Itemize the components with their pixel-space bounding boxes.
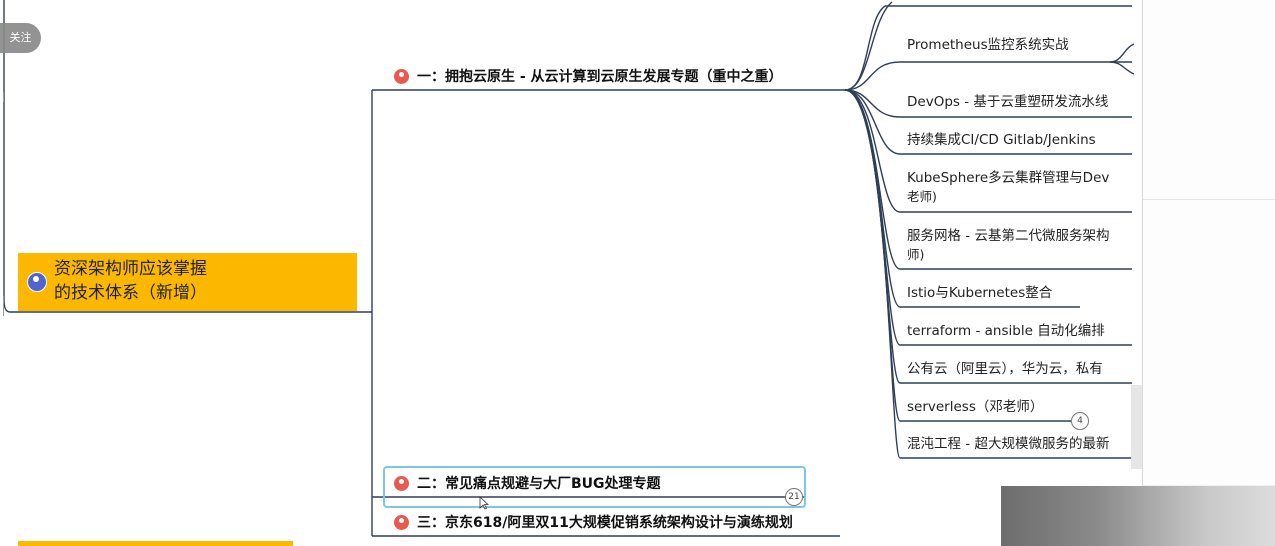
topic-label: 一：拥抱云原生 - 从云计算到云原生发展专题（重中之重）: [417, 69, 783, 85]
subtopic-area: Prometheus监控系统实战 DevOps - 基于云重塑研发流水线 持续集…: [900, 0, 1137, 470]
next-root-topic-edge: [18, 541, 293, 546]
topic-cloud-native[interactable]: 一：拥抱云原生 - 从云计算到云原生发展专题（重中之重）: [394, 66, 783, 86]
root-topic-line1: 资深架构师应该掌握: [54, 259, 207, 279]
subtopic-service-mesh[interactable]: 服务网格 - 云基第二代微服务架构: [907, 228, 1110, 244]
subtopic-kubesphere[interactable]: KubeSphere多云集群管理与Dev: [907, 170, 1110, 186]
person-icon: [394, 475, 409, 491]
edge-mark: [3, 92, 4, 102]
root-topic[interactable]: 资深架构师应该掌握 的技术体系（新增）: [18, 253, 357, 311]
person-icon: [27, 272, 47, 292]
topic-label: 三：京东618/阿里双11大规模促销系统架构设计与演练规划: [417, 515, 793, 531]
person-icon: [394, 68, 409, 84]
subtopic-kubesphere-line2: 老师): [907, 189, 937, 204]
topic-bug-handling[interactable]: 二：常见痛点规避与大厂BUG处理专题: [394, 473, 661, 493]
video-overlay: [1001, 486, 1275, 546]
selected-topic-outline: [383, 466, 806, 508]
person-icon: [394, 514, 409, 530]
side-panel: [1142, 0, 1275, 546]
subtopic-cicd[interactable]: 持续集成CI/CD Gitlab/Jenkins: [907, 132, 1096, 148]
subtopic-istio[interactable]: Istio与Kubernetes整合: [907, 285, 1053, 301]
collapsed-count-badge[interactable]: 4: [1071, 412, 1089, 430]
subtopic-devops[interactable]: DevOps - 基于云重塑研发流水线: [907, 94, 1109, 110]
mouse-cursor-icon: [479, 496, 489, 510]
edge-mark: [3, 296, 4, 316]
scrollbar[interactable]: [1131, 385, 1143, 469]
root-topic-line2: 的技术体系（新增）: [54, 283, 207, 303]
subtopic-prometheus[interactable]: Prometheus监控系统实战: [907, 37, 1069, 53]
subtopic-terraform[interactable]: terraform - ansible 自动化编排: [907, 323, 1105, 339]
subtopic-service-mesh-line2: 师): [907, 247, 925, 262]
subtopic-chaos-engineering[interactable]: 混沌工程 - 超大规模微服务的最新: [907, 436, 1110, 452]
panel-divider: [1143, 199, 1275, 200]
follow-button[interactable]: 关注: [0, 23, 41, 53]
collapsed-count-badge[interactable]: 21: [785, 488, 803, 506]
topic-promotion-architecture[interactable]: 三：京东618/阿里双11大规模促销系统架构设计与演练规划: [394, 512, 793, 532]
topic-label: 二：常见痛点规避与大厂BUG处理专题: [417, 476, 661, 492]
subtopic-serverless[interactable]: serverless（邓老师）: [907, 399, 1044, 415]
subtopic-public-cloud[interactable]: 公有云（阿里云），华为云，私有: [907, 361, 1103, 377]
